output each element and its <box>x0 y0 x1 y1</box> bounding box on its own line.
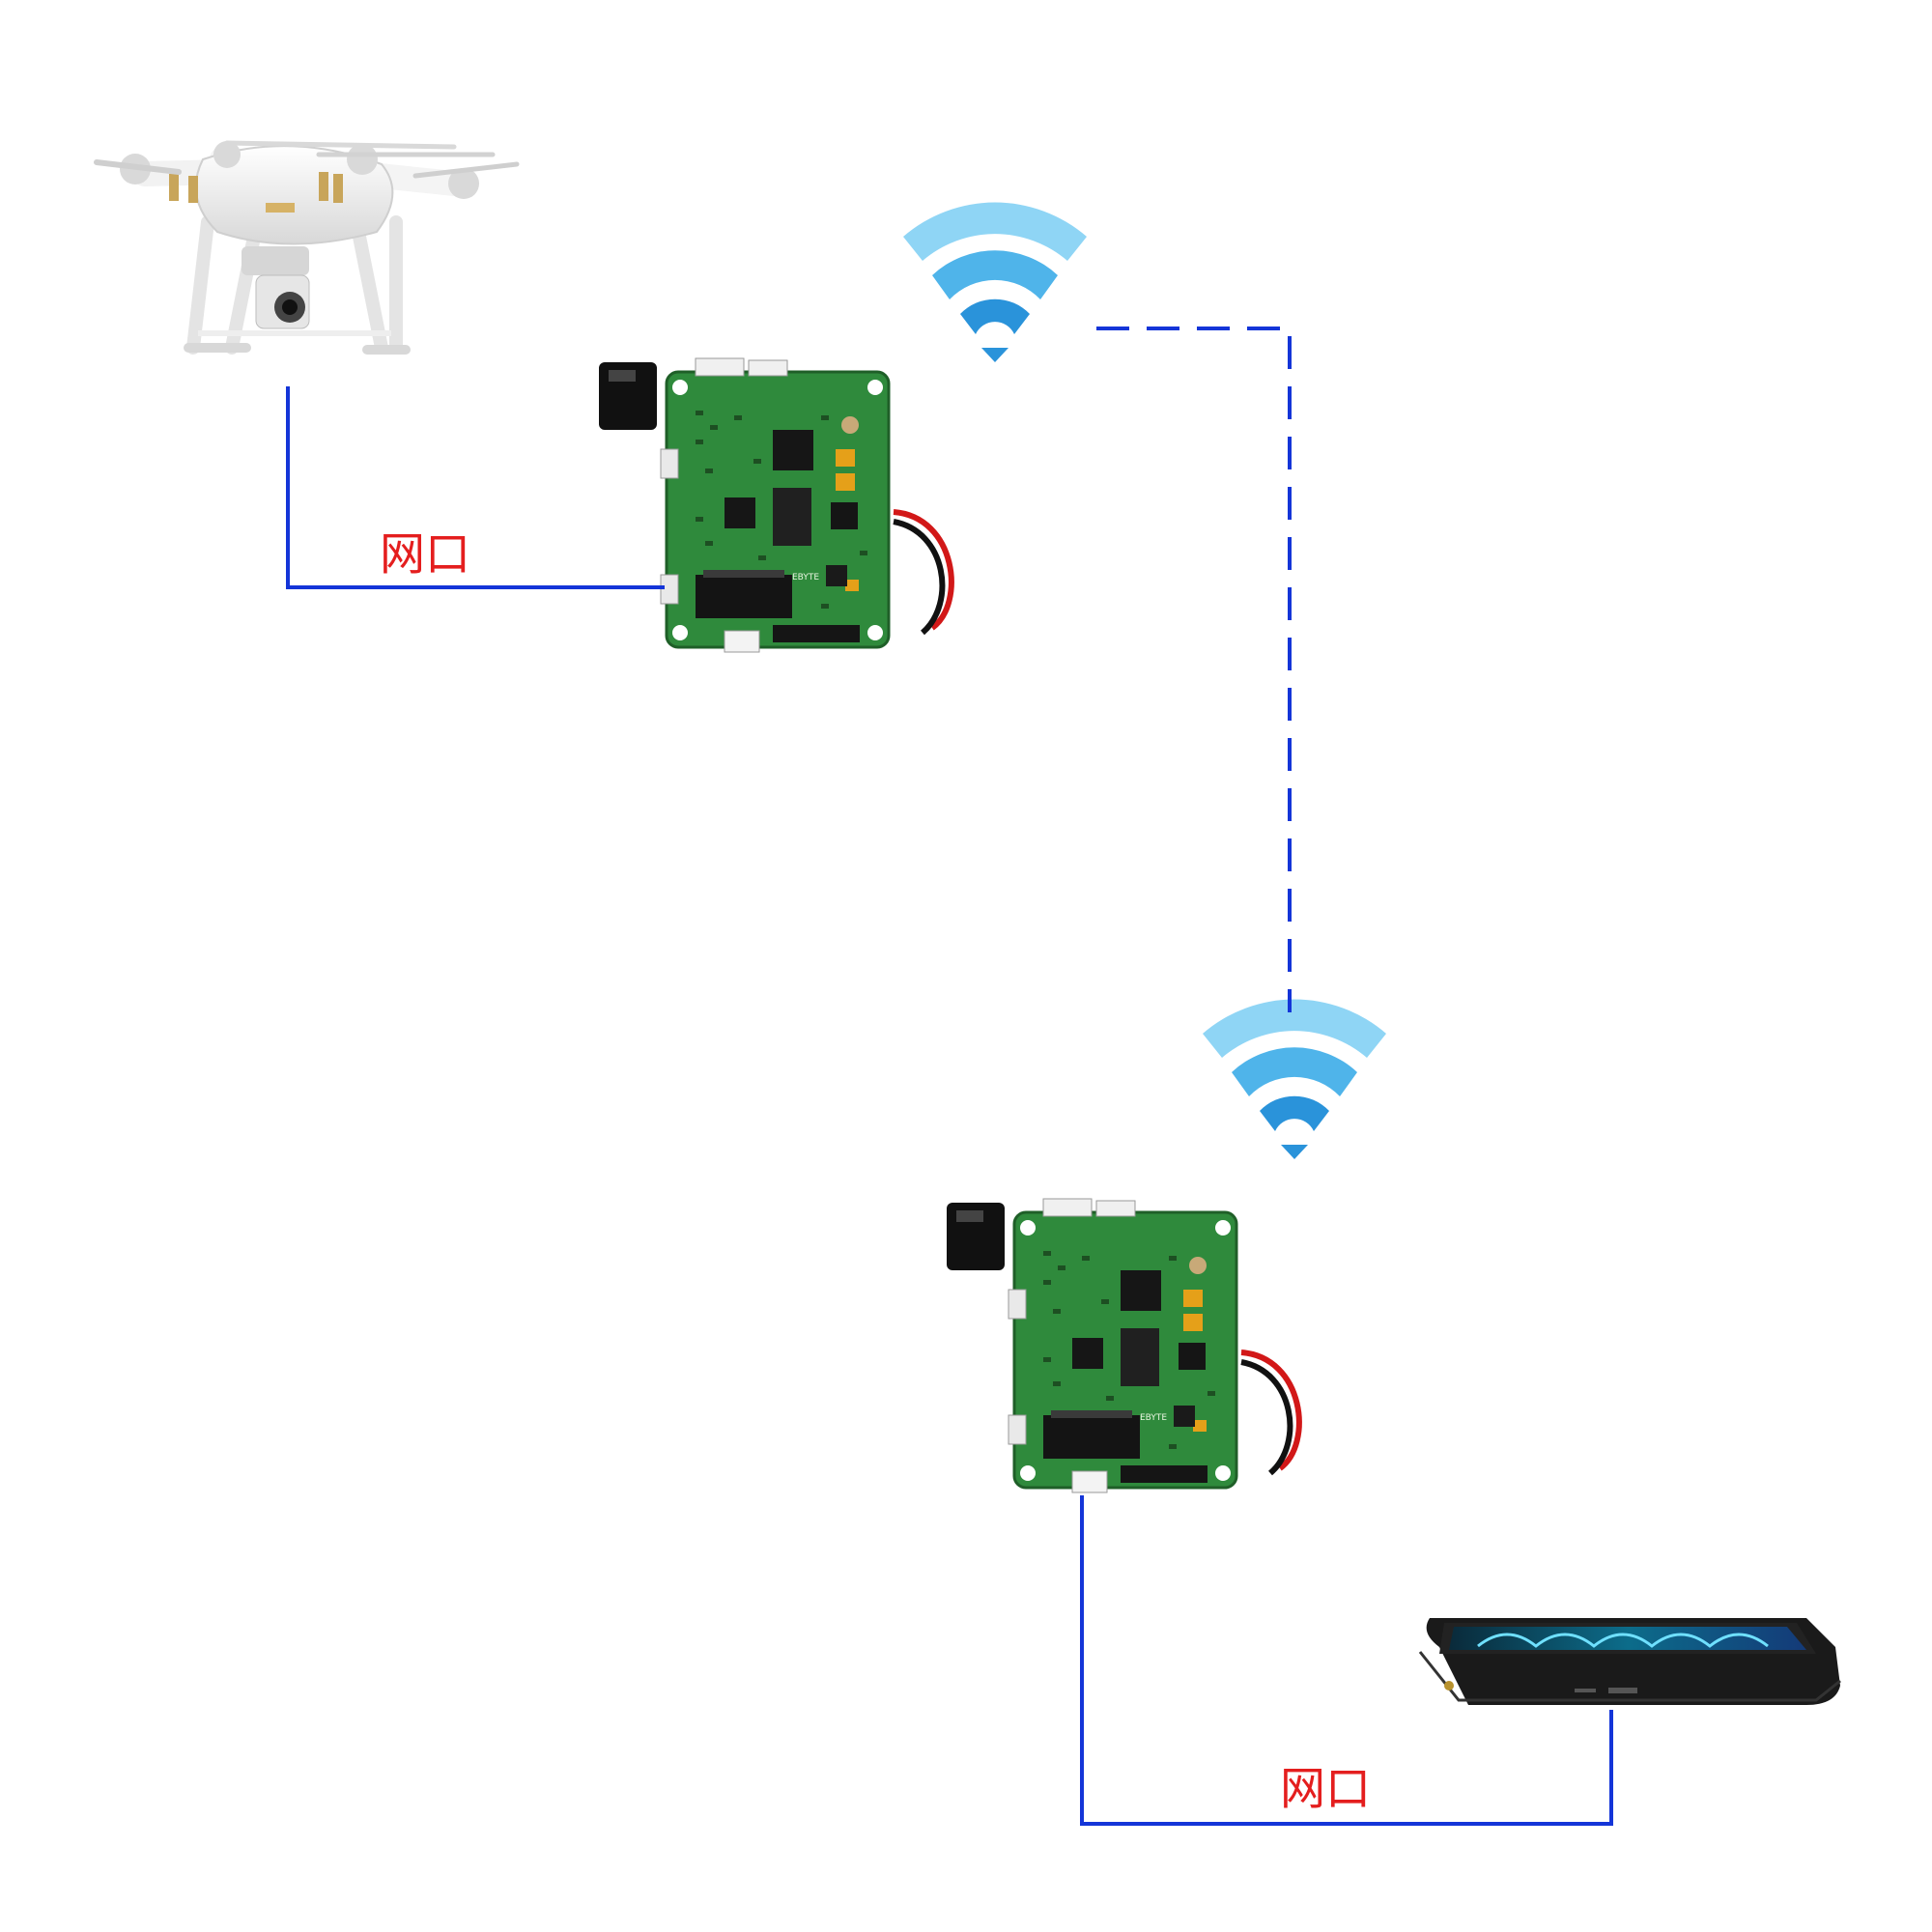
drone-icon <box>94 140 520 355</box>
wifi-icon <box>1203 999 1386 1159</box>
circuit-board-icon <box>599 358 952 652</box>
port-label-bottom: 网口 <box>1280 1763 1371 1816</box>
tablet-icon <box>1418 1618 1841 1705</box>
circuit-board-icon <box>947 1199 1299 1492</box>
port-label-top: 网口 <box>380 528 470 582</box>
network-cable-top <box>286 386 665 589</box>
wireless-link <box>1096 327 1292 1012</box>
network-cable-bottom <box>1080 1495 1613 1826</box>
wifi-icon <box>903 202 1087 362</box>
